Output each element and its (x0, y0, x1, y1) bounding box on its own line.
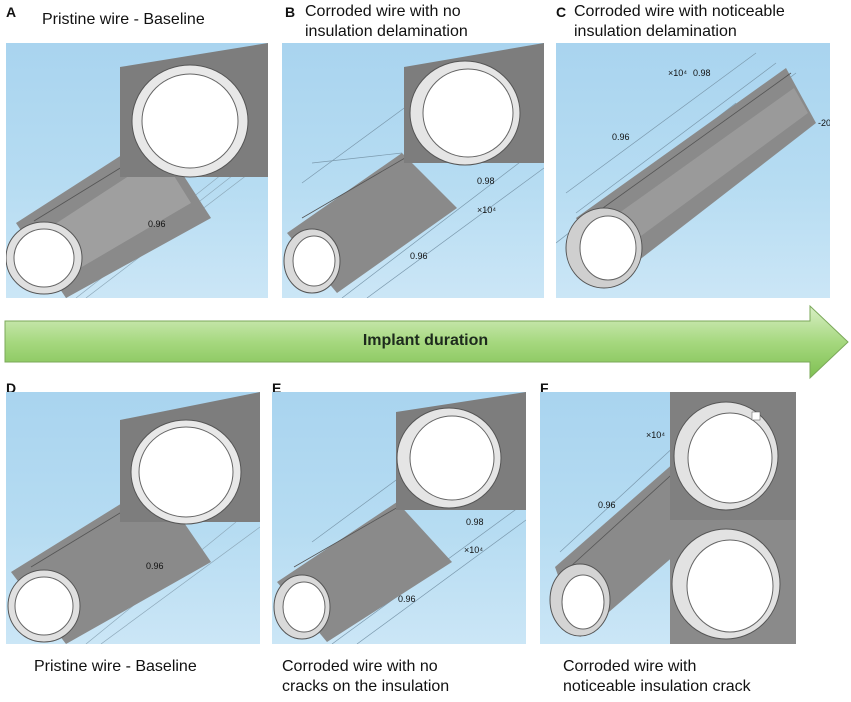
panel-d-label-1: 0.96 (146, 561, 164, 571)
panel-f-label-1: ×10⁴ (646, 430, 665, 440)
panel-c-label-4: -20 (818, 118, 830, 128)
panel-a-label-1: 0.96 (148, 219, 166, 229)
panel-e-label-3: 0.96 (398, 594, 416, 604)
panel-c-label-1: ×10⁴ (668, 68, 687, 78)
panel-f-image: ×10⁴ 0.96 (540, 392, 796, 644)
panel-c-letter: C (556, 4, 567, 20)
panel-f-caption-line1: Corroded wire with (563, 658, 697, 675)
panel-e-label-2: ×10⁴ (464, 545, 483, 555)
panel-a-wire-render: 0.96 (6, 43, 268, 298)
panel-e-image: 0.98 ×10⁴ 0.96 (272, 392, 526, 644)
implant-duration-arrow (0, 302, 851, 380)
panel-a-title: Pristine wire - Baseline (42, 11, 205, 28)
panel-a-letter: A (6, 4, 17, 20)
panel-e-wire-render: 0.98 ×10⁴ 0.96 (273, 392, 526, 644)
panel-b-label-3: 0.96 (410, 251, 428, 261)
panel-b-title-line2: insulation delamination (305, 23, 468, 40)
panel-f-wire-render: ×10⁴ 0.96 (549, 392, 796, 644)
panel-c-title-line2: insulation delamination (574, 23, 737, 40)
panel-e-label-1: 0.98 (466, 517, 484, 527)
panel-c-wire-render: ×10⁴ 0.98 0.96 -20 (556, 52, 830, 289)
panel-f-letter: F (540, 380, 549, 396)
panel-f-caption-line2: noticeable insulation crack (563, 678, 751, 695)
panel-d-wire-render: 0.96 (7, 392, 260, 644)
panel-f-label-2: 0.96 (598, 500, 616, 510)
panel-c-title-line1: Corroded wire with noticeable (574, 3, 785, 20)
panel-b-wire-render: 0.98 ×10⁴ 0.96 (283, 43, 544, 298)
panel-c-image: ×10⁴ 0.98 0.96 -20 (556, 43, 830, 298)
panel-b-label-2: ×10⁴ (477, 205, 496, 215)
panel-d-image: 0.96 (6, 392, 260, 644)
panel-d-caption: Pristine wire - Baseline (34, 658, 197, 675)
panel-b-letter: B (285, 4, 296, 20)
panel-c-label-3: 0.96 (612, 132, 630, 142)
panel-e-caption-line2: cracks on the insulation (282, 678, 450, 695)
panel-e-letter: E (272, 380, 282, 396)
panel-b-image: 0.98 ×10⁴ 0.96 (282, 43, 544, 298)
panel-b-title-line1: Corroded wire with no (305, 3, 461, 20)
panel-d-letter: D (6, 380, 17, 396)
implant-duration-label: Implant duration (362, 332, 489, 349)
panel-e-caption-line1: Corroded wire with no (282, 658, 438, 675)
panel-b-label-1: 0.98 (477, 176, 495, 186)
panel-a-image: 0.96 (6, 43, 268, 298)
panel-c-label-2: 0.98 (693, 68, 711, 78)
